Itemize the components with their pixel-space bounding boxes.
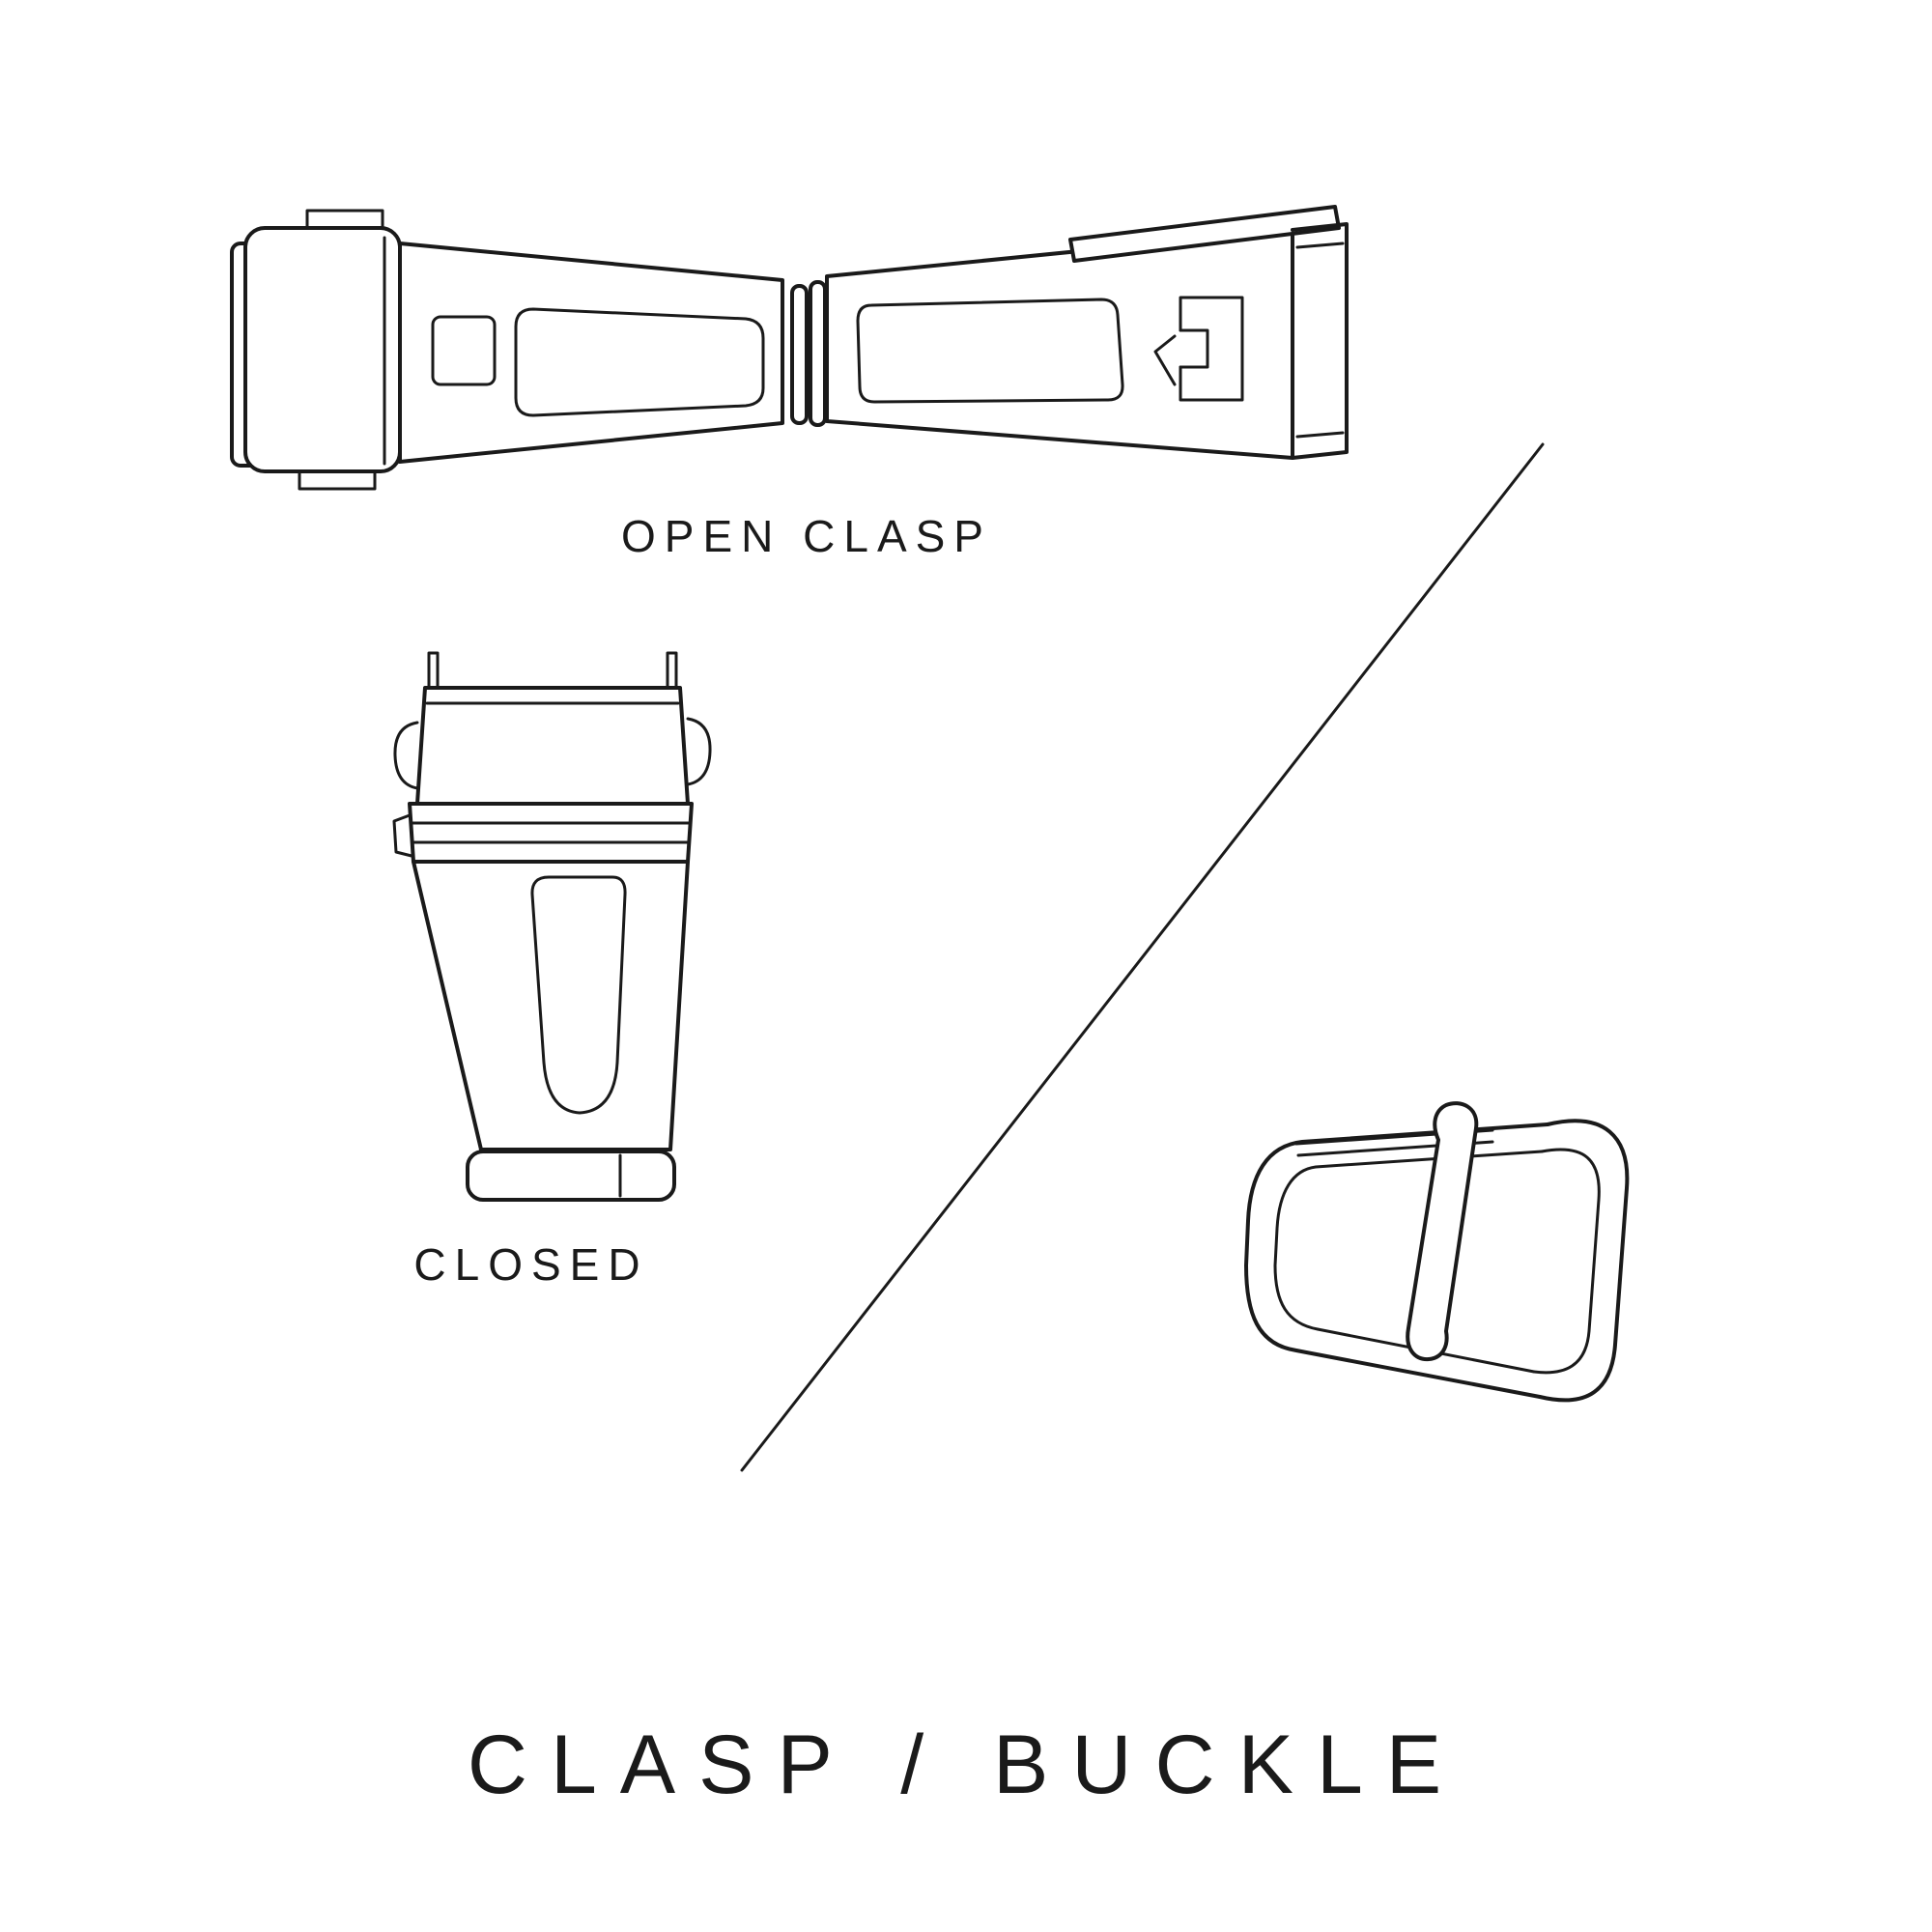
closed-label: CLOSED — [413, 1239, 649, 1290]
open-clasp-label: OPEN CLASP — [621, 511, 992, 561]
buckle-illustration — [1244, 1101, 1630, 1403]
open-clasp-illustration — [230, 205, 1349, 491]
divider-line — [740, 442, 1545, 1472]
closed-clasp-illustration — [392, 651, 712, 1202]
page-title: CLASP / BUCKLE — [467, 1719, 1465, 1811]
